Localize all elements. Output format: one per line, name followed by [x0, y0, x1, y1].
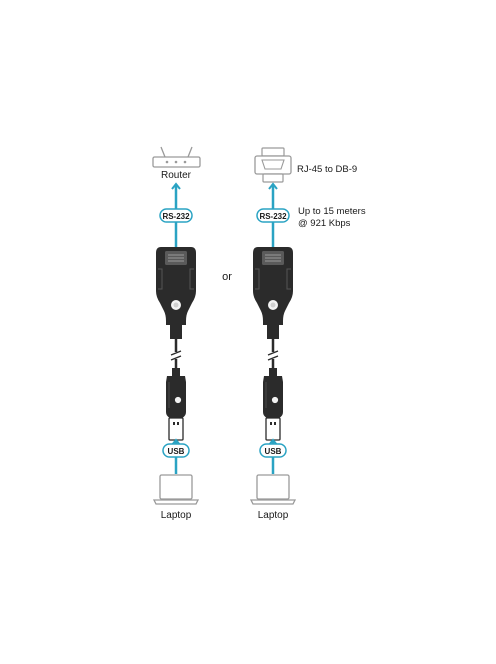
svg-text:RS-232: RS-232 — [162, 212, 190, 221]
db9-adapter-icon — [254, 147, 292, 183]
usb-badge: USB — [259, 443, 287, 458]
svg-text:USB: USB — [265, 447, 282, 456]
converter-device — [155, 246, 197, 340]
laptop-label: Laptop — [258, 510, 289, 521]
router-label: Router — [161, 170, 192, 181]
distance-note-line2: @ 921 Kbps — [298, 218, 351, 229]
right-chain: RJ-45 to DB-9 RS-232 Up to 15 meters @ 9… — [250, 147, 366, 521]
laptop-icon — [250, 474, 296, 505]
laptop-icon — [153, 474, 199, 505]
rs232-badge: RS-232 — [159, 208, 193, 223]
rs232-badge: RS-232 — [256, 208, 290, 223]
usb-plug — [165, 367, 187, 441]
converter-device — [252, 246, 294, 340]
or-separator: or — [222, 271, 232, 283]
svg-text:RS-232: RS-232 — [259, 212, 287, 221]
svg-text:USB: USB — [168, 447, 185, 456]
usb-plug — [262, 367, 284, 441]
left-chain: Router RS-232 USB Laptop — [152, 146, 201, 521]
adapter-label: RJ-45 to DB-9 — [297, 164, 357, 175]
laptop-label: Laptop — [161, 510, 192, 521]
distance-note-line1: Up to 15 meters — [298, 206, 366, 217]
usb-badge: USB — [162, 443, 190, 458]
router-icon — [152, 146, 201, 168]
